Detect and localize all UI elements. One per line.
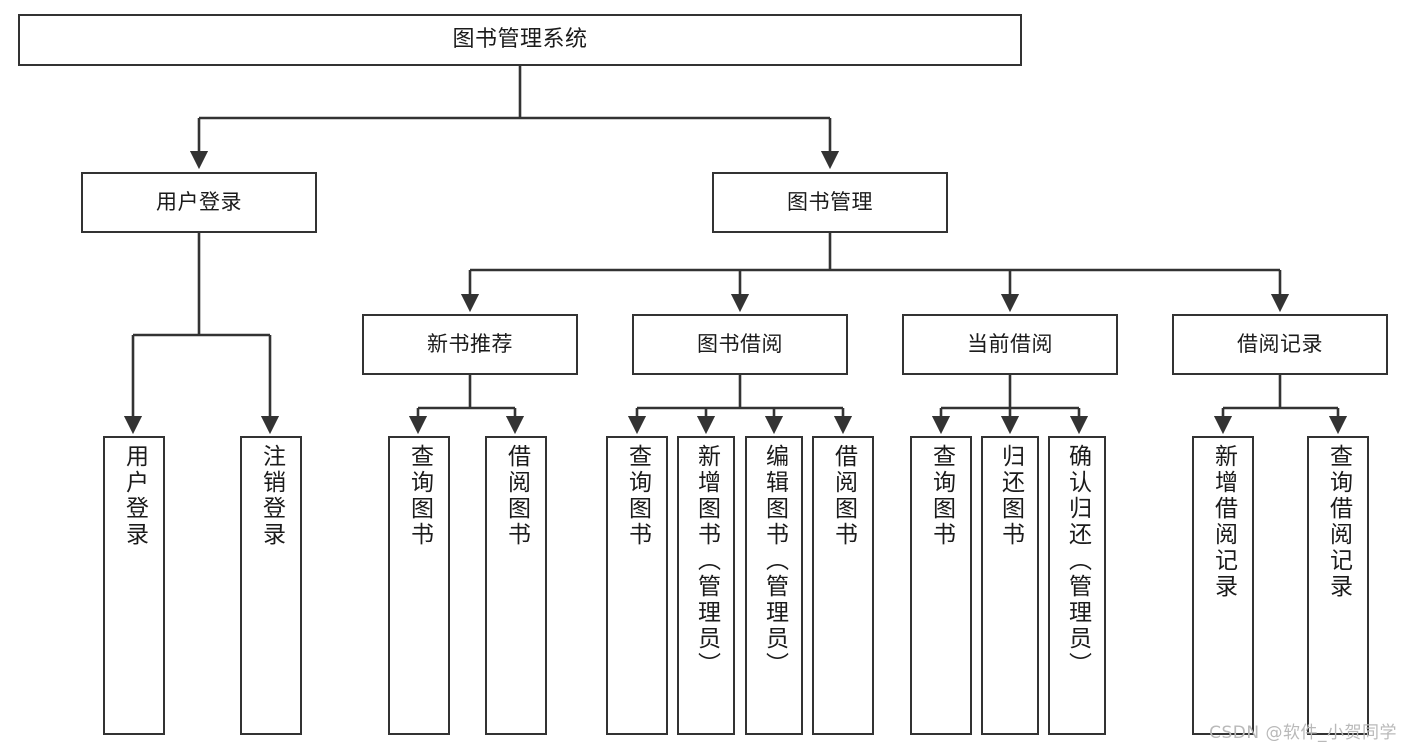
node-root-system[interactable]: 图书管理系统 [18,14,1022,66]
node-leaf-logout-login[interactable]: 注销登录 [240,436,302,735]
node-leaf-query-book-3[interactable]: 查询图书 [910,436,972,735]
node-label: 新增图书（管理员） [693,444,720,678]
node-leaf-confirm-return[interactable]: 确认归还（管理员） [1048,436,1106,735]
node-label: 借阅图书 [503,444,530,548]
node-label: 查询借阅记录 [1325,444,1352,600]
watermark-text: CSDN @软件_小贺同学 [1209,723,1397,743]
node-user-login[interactable]: 用户登录 [81,172,317,233]
node-leaf-query-book-1[interactable]: 查询图书 [388,436,450,735]
node-borrow-record[interactable]: 借阅记录 [1172,314,1388,375]
node-leaf-edit-book[interactable]: 编辑图书（管理员） [745,436,803,735]
node-label: 图书管理 [787,190,873,215]
node-leaf-return-book[interactable]: 归还图书 [981,436,1039,735]
node-leaf-borrow-book-2[interactable]: 借阅图书 [812,436,874,735]
node-label: 查询图书 [928,444,955,548]
node-label: 编辑图书（管理员） [761,444,788,678]
node-label: 确认归还（管理员） [1064,444,1091,678]
node-current-borrow[interactable]: 当前借阅 [902,314,1118,375]
node-label: 用户登录 [121,444,148,548]
node-leaf-query-record[interactable]: 查询借阅记录 [1307,436,1369,735]
node-book-management[interactable]: 图书管理 [712,172,948,233]
node-leaf-add-book[interactable]: 新增图书（管理员） [677,436,735,735]
node-label: 借阅图书 [830,444,857,548]
node-label: 借阅记录 [1237,332,1323,357]
node-label: 查询图书 [624,444,651,548]
node-label: 新书推荐 [427,332,513,357]
node-leaf-user-login[interactable]: 用户登录 [103,436,165,735]
node-new-book-recommend[interactable]: 新书推荐 [362,314,578,375]
node-label: 归还图书 [997,444,1024,548]
node-label: 注销登录 [258,444,285,548]
node-label: 图书管理系统 [452,27,588,53]
node-leaf-borrow-book-1[interactable]: 借阅图书 [485,436,547,735]
node-label: 用户登录 [156,190,242,215]
node-leaf-query-book-2[interactable]: 查询图书 [606,436,668,735]
node-label: 当前借阅 [967,332,1053,357]
node-label: 查询图书 [406,444,433,548]
node-leaf-add-record[interactable]: 新增借阅记录 [1192,436,1254,735]
node-label: 新增借阅记录 [1210,444,1237,600]
node-label: 图书借阅 [697,332,783,357]
node-book-borrow[interactable]: 图书借阅 [632,314,848,375]
